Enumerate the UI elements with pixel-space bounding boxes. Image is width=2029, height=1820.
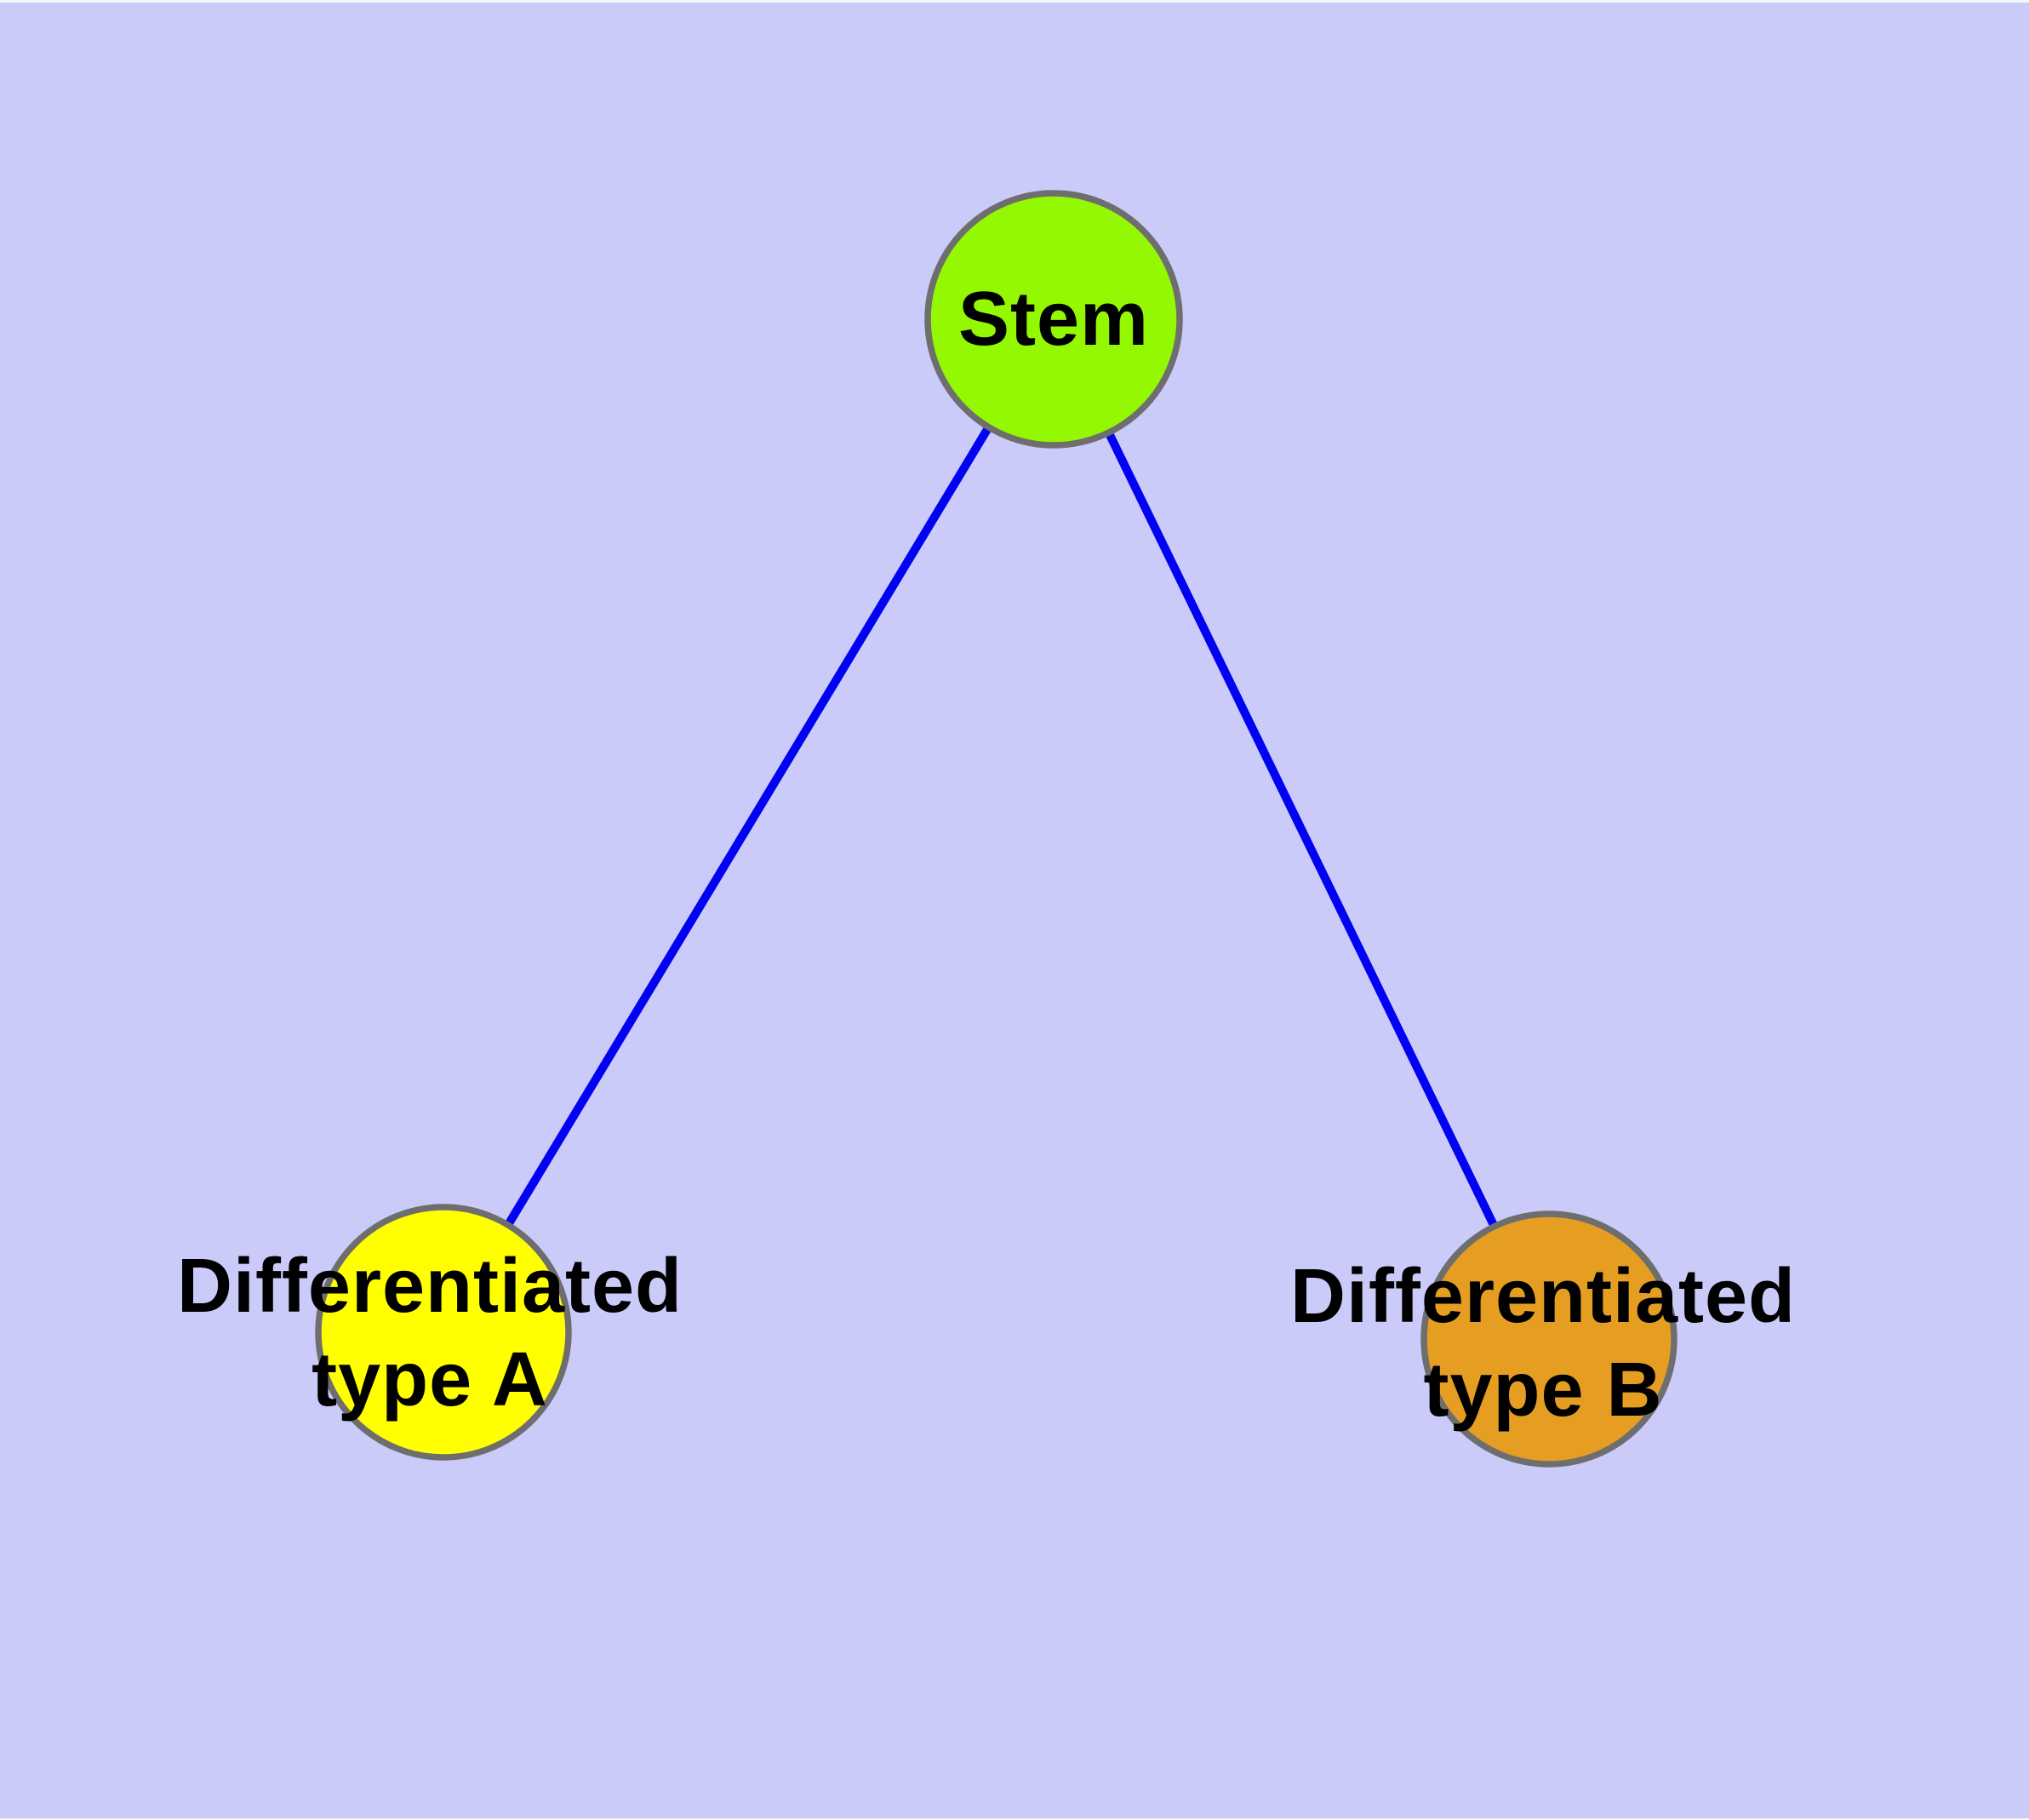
node-label-differentiated-type-b: Differentiated type B <box>1245 1250 1841 1437</box>
edge-stem-to-type-b <box>1049 317 1553 1342</box>
node-circle-differentiated-type-b <box>1420 1210 1677 1468</box>
node-label-differentiated-type-a: Differentiated type A <box>132 1239 728 1427</box>
node-label-stem: Stem <box>798 272 1309 366</box>
node-circle-stem <box>924 190 1183 449</box>
node-label-differentiated-type-b-line2: type B <box>1423 1348 1663 1433</box>
edge-stem-to-type-a <box>439 317 1058 1335</box>
node-label-differentiated-type-a-line1: Differentiated <box>176 1244 683 1329</box>
node-label-differentiated-type-b-line1: Differentiated <box>1289 1254 1797 1339</box>
node-label-differentiated-type-a-line2: type A <box>311 1337 548 1422</box>
node-label-stem-text: Stem <box>957 277 1150 362</box>
node-circle-differentiated-type-a <box>315 1204 572 1461</box>
